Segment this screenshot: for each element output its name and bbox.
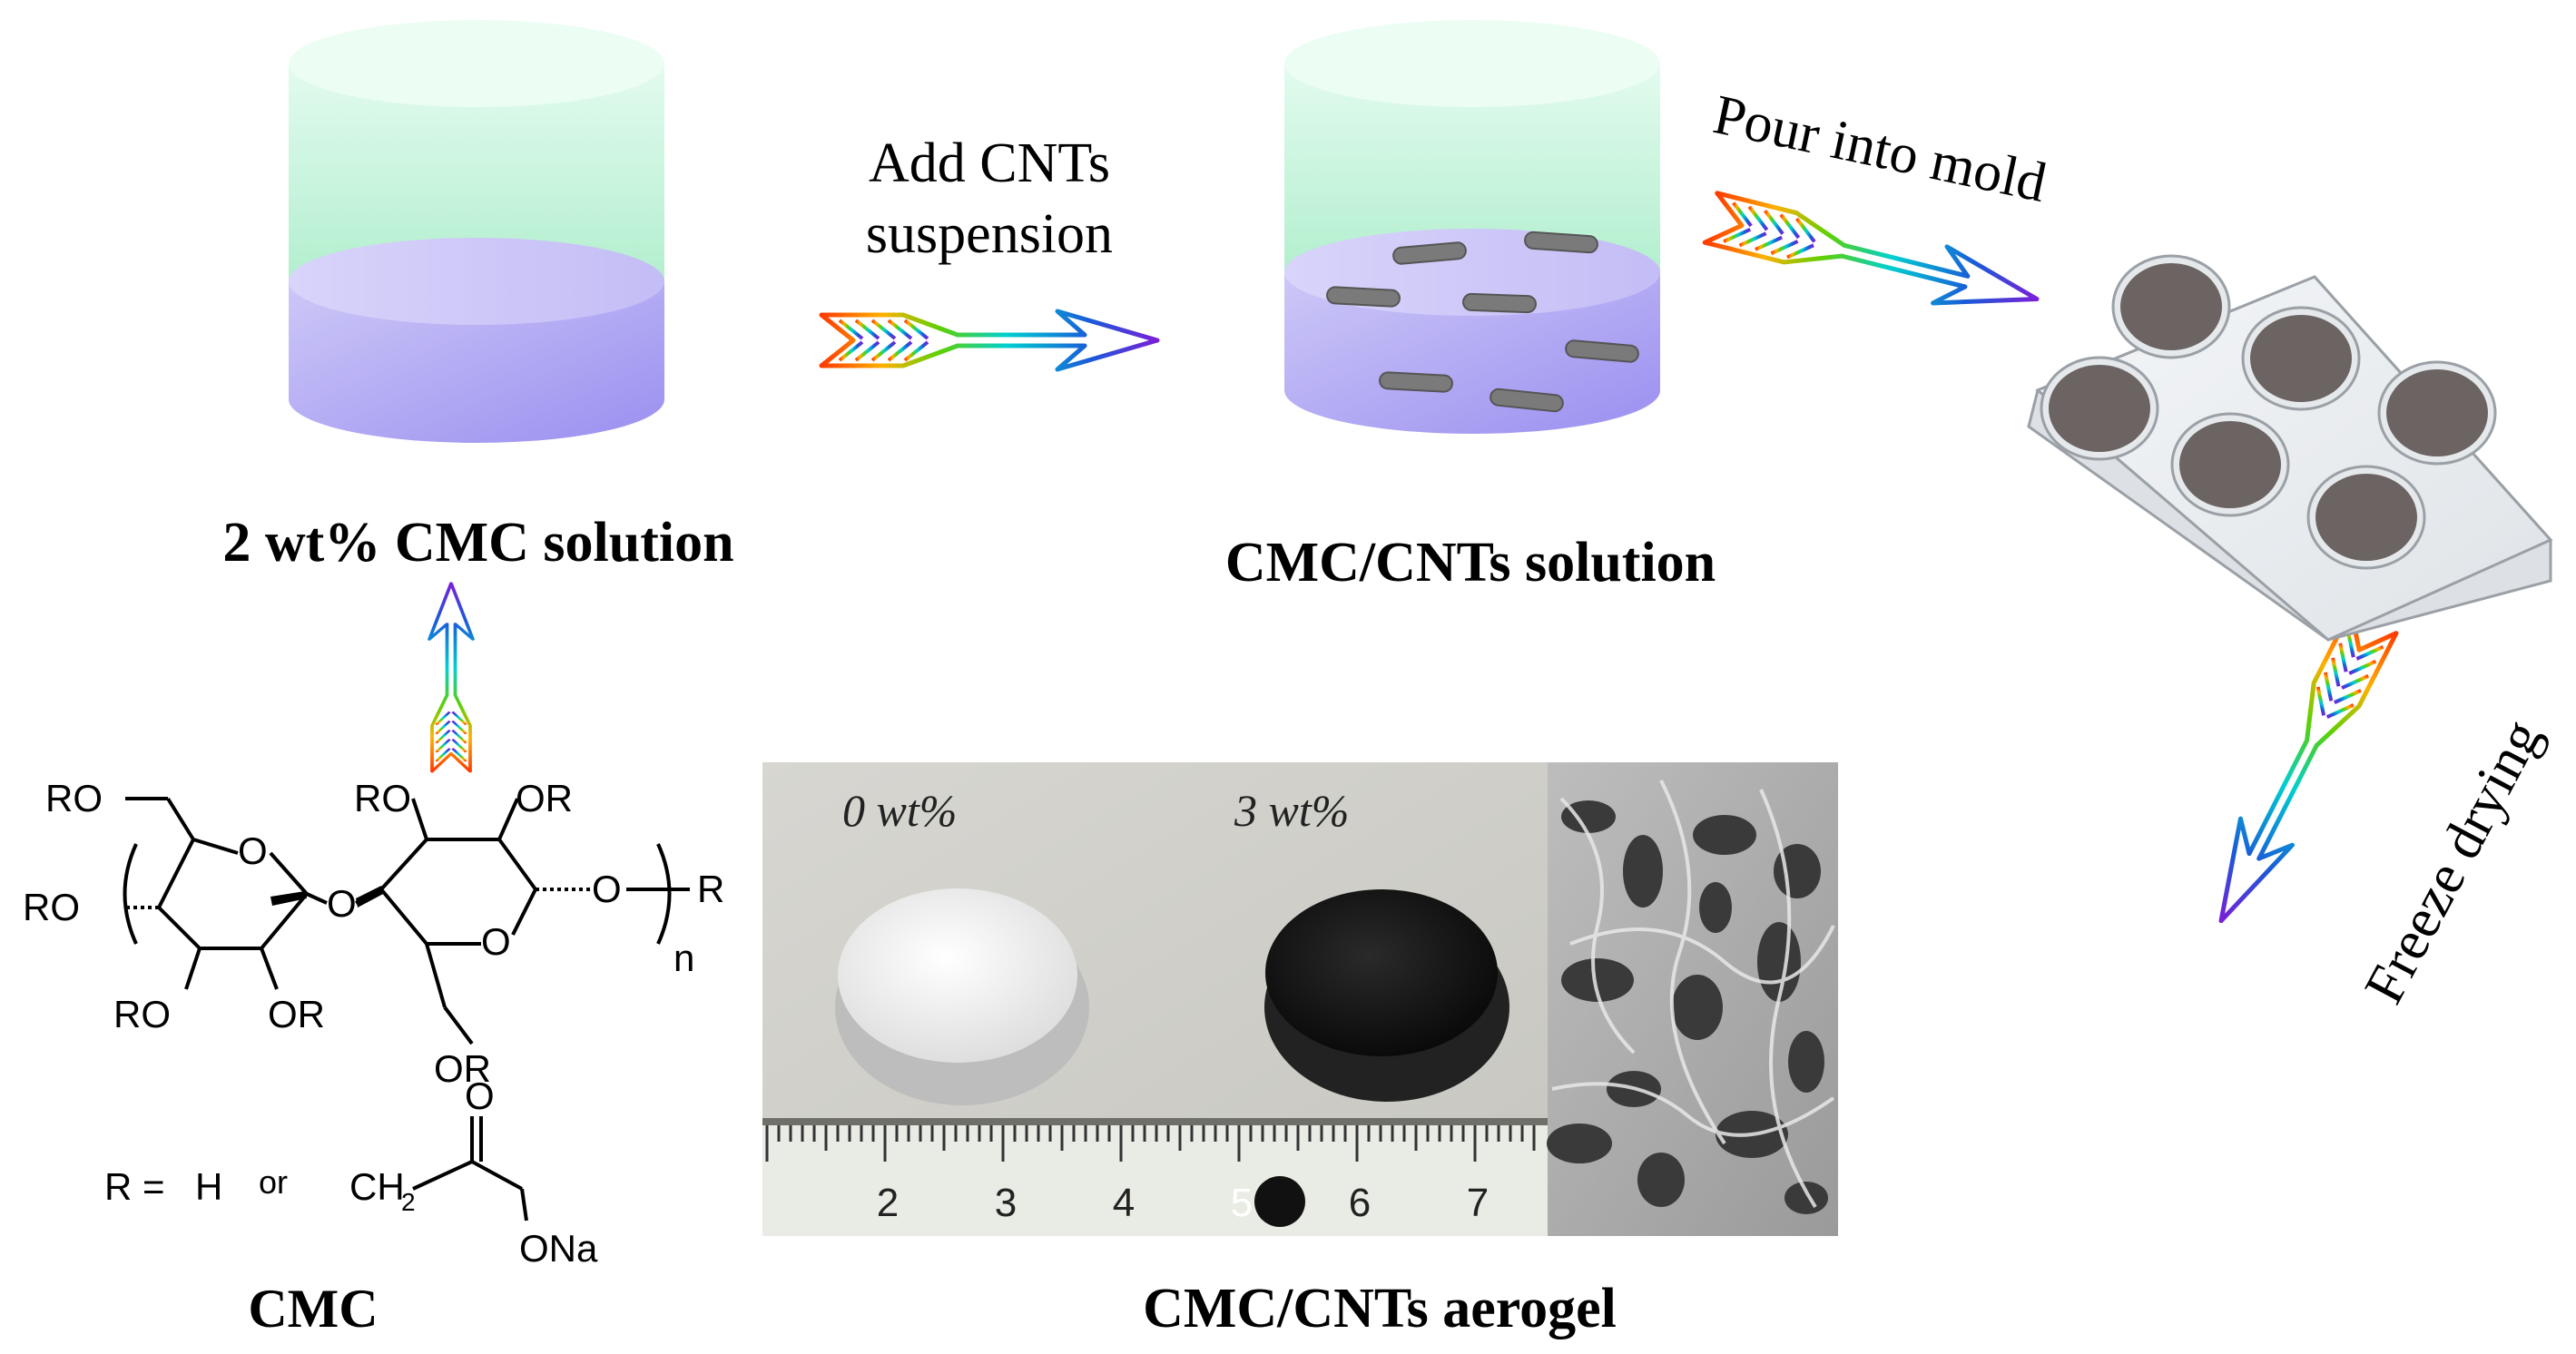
arrow-freeze-drying <box>2196 608 2400 934</box>
sem-image <box>1547 762 1838 1236</box>
label-aerogel: CMC/CNTs aerogel <box>1143 1278 1617 1339</box>
sem-pore <box>1757 922 1801 1002</box>
cmc-ona: ONa <box>519 1227 598 1270</box>
cmc-h: H <box>195 1165 222 1208</box>
cmc-o-ring2: O <box>481 920 511 963</box>
label-freeze-drying: Freeze drying <box>2353 710 2553 1013</box>
sem-pore <box>1699 882 1732 933</box>
carbon-nanotubes <box>1326 231 1639 413</box>
ruler-number: 2 <box>877 1181 899 1225</box>
arrow-pour-into-mold <box>1704 190 2043 328</box>
cmc-r-equals: R = <box>104 1165 165 1208</box>
label-add-cnts-line1: Add CNTs <box>869 132 1110 194</box>
cmc-structure: RO RO OR RO O O O O R n RO OR OR R = H o… <box>23 777 724 1270</box>
photo-label-3wt: 3 wt% <box>1234 785 1349 836</box>
label-pour-into-mold: Pour into mold <box>1708 83 2051 214</box>
pellet-3-wt <box>1265 889 1498 1056</box>
ruler-number: 3 <box>995 1181 1017 1225</box>
label-cmc-cnts-solution: CMC/CNTs solution <box>1225 532 1716 594</box>
cmc-r-end: R <box>697 868 724 910</box>
cmc-ro-top-left: RO <box>45 777 103 819</box>
sem-pore <box>1561 800 1616 833</box>
cmc-o-ring1: O <box>238 829 268 872</box>
cmc-ch2: CH <box>349 1165 405 1208</box>
sem-pore <box>1561 958 1634 1002</box>
cmc-or-lowest: OR <box>434 1047 491 1090</box>
sem-pore <box>1785 1182 1828 1214</box>
ruler: 2 3 4 5 6 7 <box>762 1118 1548 1236</box>
six-well-mold <box>2027 254 2553 642</box>
cmc-or-bottom: OR <box>268 993 325 1035</box>
ruler-number: 7 <box>1467 1181 1489 1225</box>
cmc-ro-bottom: RO <box>113 993 171 1035</box>
sem-pore <box>1637 1153 1685 1207</box>
arrow-add-cnts <box>821 311 1157 369</box>
cmc-o-carbonyl: O <box>465 1074 495 1117</box>
aerogel-photo: 2 3 4 5 6 7 0 wt% 3 wt% <box>762 762 1548 1236</box>
cmc-or-top-right: OR <box>516 777 573 819</box>
cmc-solution-beaker <box>289 20 664 443</box>
photo-label-0wt: 0 wt% <box>842 785 957 836</box>
cmc-ro-left: RO <box>23 886 80 928</box>
cmc-n-subscript: n <box>673 937 694 979</box>
ruler-number: 4 <box>1113 1181 1135 1225</box>
sem-pore <box>1547 1123 1612 1163</box>
cmc-cnts-solution-beaker <box>1284 20 1660 434</box>
cmc-ro-top-mid: RO <box>354 777 411 819</box>
ruler-number: 6 <box>1349 1181 1371 1225</box>
cmc-or-word: or <box>259 1163 288 1201</box>
cmc-o-bridge: O <box>327 882 357 925</box>
label-add-cnts-line2: suspension <box>866 203 1113 265</box>
sem-pore <box>1693 815 1756 855</box>
ruler-number: 5 <box>1231 1181 1253 1225</box>
cmc-o-right: O <box>592 868 622 910</box>
sem-pore <box>1672 975 1723 1040</box>
label-cmc: CMC <box>248 1279 378 1339</box>
label-cmc-solution: 2 wt% CMC solution <box>222 512 733 574</box>
sem-pore <box>1623 835 1663 908</box>
sem-pore <box>1774 844 1821 898</box>
sem-pore <box>1788 1031 1824 1093</box>
arrow-cmc-to-solution <box>428 581 475 773</box>
pellet-0-wt <box>838 888 1077 1063</box>
cmc-ch2-sub: 2 <box>401 1188 416 1216</box>
